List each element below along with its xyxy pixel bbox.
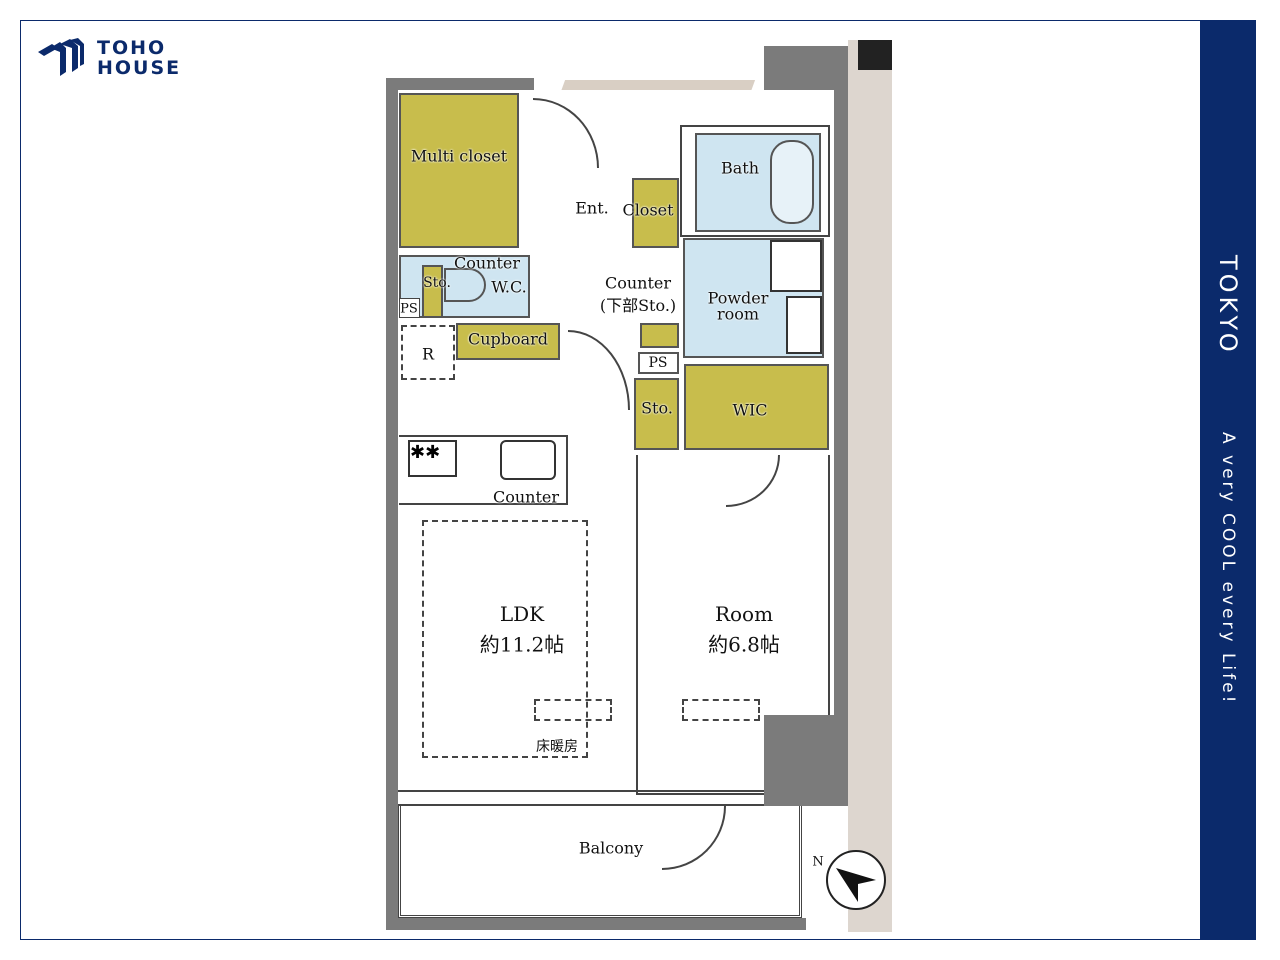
label-room: Room [714, 602, 774, 626]
fridge-space [401, 325, 455, 380]
compass-icon [826, 850, 886, 910]
label-powder-1: Powder [707, 288, 769, 308]
label-entrance: Ent. [575, 198, 609, 218]
label-counter-hall-sub: (下部Sto.) [599, 296, 677, 315]
storage-wc [422, 265, 443, 318]
label-floor-heating: 床暖房 [536, 739, 578, 755]
wall-balcony [386, 918, 806, 930]
wall-southeast [764, 715, 848, 805]
label-wic: WIC [732, 400, 768, 420]
wall-west [386, 78, 398, 930]
room-balcony [398, 806, 802, 918]
window-sash [398, 790, 764, 806]
floorplan: Multi closet Ent. Closet Bath PS Counter… [0, 0, 892, 932]
label-counter-wc: Counter [453, 253, 521, 273]
label-bath: Bath [720, 158, 760, 178]
label-ldk-size: 約11.2帖 [479, 632, 565, 657]
room-cupboard [456, 323, 560, 360]
room-bedroom [636, 455, 830, 795]
logo-mark-icon [38, 38, 84, 76]
label-powder-2: room [716, 304, 760, 324]
toilet-icon [444, 268, 486, 302]
floor-heating-area [422, 520, 588, 758]
label-ps-wc: PS [400, 301, 418, 317]
label-sto-wc: Sto. [423, 275, 451, 291]
ps-box-hall [638, 352, 679, 374]
ps-box-wc [399, 298, 420, 318]
room-sto-hall [634, 378, 679, 450]
label-sto-hall: Sto. [641, 398, 673, 418]
label-multi-closet: Multi closet [410, 146, 508, 166]
logo-text: TOHO HOUSE [97, 38, 181, 78]
sink-icon [500, 440, 556, 480]
tagline: A very COOL every Life! [1218, 432, 1238, 706]
stove-icon: ✱✱ [408, 440, 457, 477]
room-wc [399, 255, 530, 318]
sidebar: TOKYO A very COOL every Life! [1200, 20, 1256, 940]
label-compass-north: N [812, 854, 824, 870]
brand-line2: HOUSE [97, 57, 182, 79]
exterior-dark [858, 40, 892, 70]
bathtub-icon [770, 140, 814, 224]
washer-icon [770, 240, 822, 292]
storage-small [640, 323, 679, 348]
label-fridge: R [421, 344, 435, 364]
kitchen-counter [399, 435, 568, 505]
label-wc: W.C. [491, 277, 527, 297]
aircon-ldk [534, 699, 612, 721]
label-kitchen-counter: Counter [492, 487, 560, 507]
city-label: TOKYO [1214, 255, 1242, 356]
room-wic [684, 364, 829, 450]
label-closet: Closet [622, 200, 674, 220]
label-room-size: 約6.8帖 [708, 632, 780, 657]
wall-north [386, 78, 534, 90]
brand-line1: TOHO [97, 37, 167, 59]
label-balcony: Balcony [578, 838, 644, 858]
exterior-strip [848, 40, 892, 932]
label-ps-hall: PS [648, 355, 668, 371]
washbasin-icon [786, 296, 822, 354]
logo [36, 38, 86, 78]
room-multi-closet [399, 93, 519, 248]
aircon-room [682, 699, 760, 721]
room-closet [632, 178, 679, 248]
label-cupboard: Cupboard [467, 329, 549, 349]
label-counter-hall: Counter [604, 273, 672, 293]
label-ldk: LDK [499, 602, 545, 626]
